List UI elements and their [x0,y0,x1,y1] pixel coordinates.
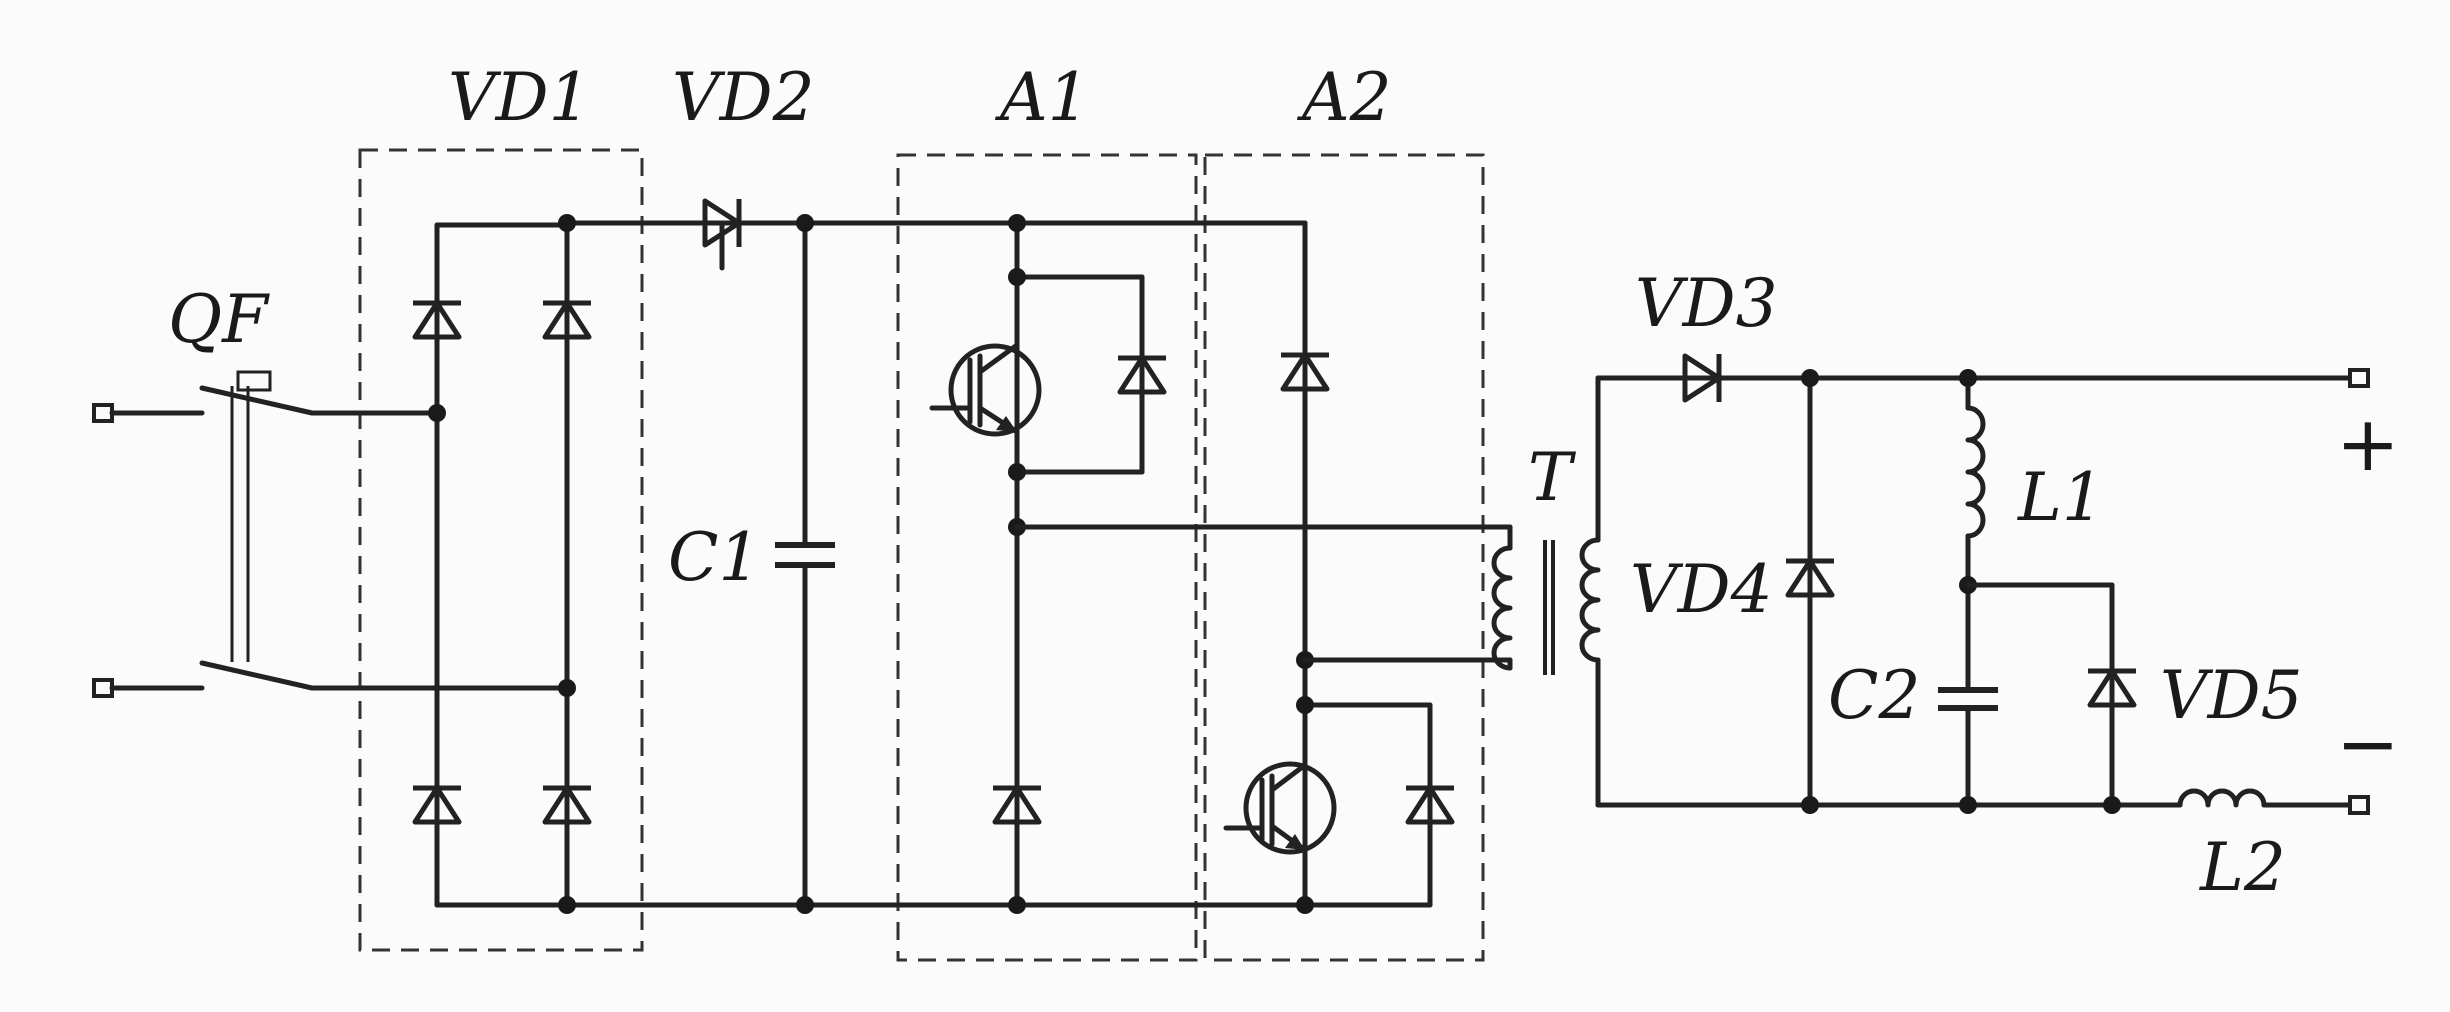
vd5-label: VD5 [2160,657,2303,734]
output-terminals [2348,368,2370,815]
l2-inductor [2177,788,2353,808]
vd5-diode [1965,582,2136,814]
input-terminals [92,403,114,698]
c2-capacitor [1938,687,1998,814]
c1-label: C1 [668,519,761,596]
a2-module-box [1203,153,1485,962]
vd2-label: VD2 [672,59,815,136]
a2-igbt-module [1223,220,1454,914]
vd2-diode [705,199,739,271]
c1-capacitor [775,220,835,908]
qf-label: QF [168,281,270,358]
vd1-label: VD1 [448,59,591,136]
plus-sign: + [2336,399,2400,488]
breaker-qf [109,370,315,691]
a2-label: A2 [1296,59,1392,136]
minus-sign: − [2336,699,2400,788]
vd1-bridge-rectifier [413,222,591,908]
c2-label: C2 [1828,657,1921,734]
t-label: T [1528,439,1577,516]
transformer-t [1491,375,1601,808]
vd4-label: VD4 [1630,551,1773,628]
vd1-bridge-box [358,148,644,952]
a1-label: A1 [994,59,1090,136]
vd3-label: VD3 [1635,265,1778,342]
a1-igbt-module [929,214,1166,914]
l1-inductor [1959,369,1986,693]
a1-module-box [896,153,1198,962]
l1-label: L1 [2017,459,2104,536]
l2-label: L2 [2199,829,2286,906]
